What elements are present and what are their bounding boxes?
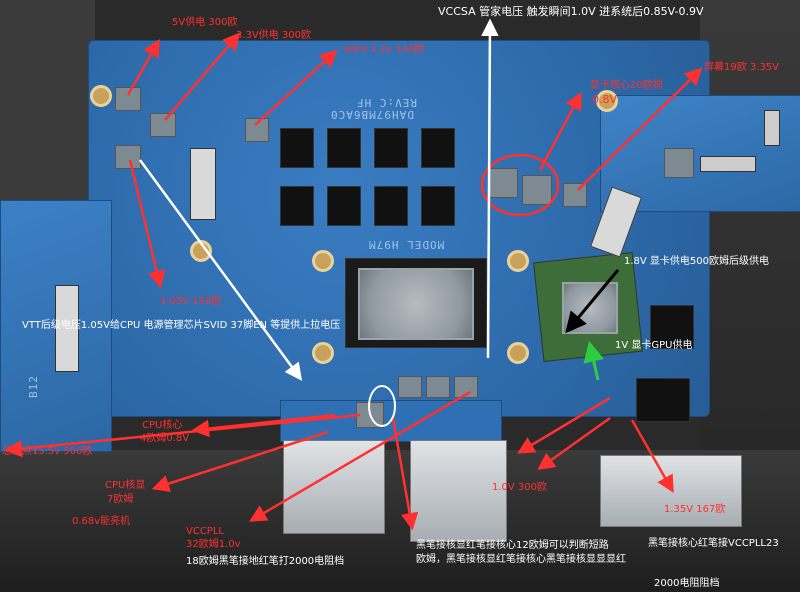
arrow-ddr4	[254, 49, 338, 126]
vram-chip	[636, 378, 690, 422]
label-cpu-core: CPU核心	[142, 420, 183, 431]
label-measure-2000: 2000电阻阻档	[654, 578, 720, 589]
inductor	[664, 148, 694, 178]
inductor	[398, 376, 422, 398]
arrow-measure-18	[391, 417, 419, 531]
inductor	[454, 376, 478, 398]
label-measure-mid-a: 黑笔接核显红笔接核心12欧姆可以判断短路	[416, 540, 609, 551]
arrow-gpu-core	[538, 91, 582, 171]
arrow-gpu-1v	[583, 340, 604, 381]
label-total: 总供点15.5v 500欧	[2, 446, 93, 457]
inductor	[488, 168, 518, 198]
arrow-1v05	[128, 159, 166, 289]
ram-chip	[327, 128, 361, 168]
label-3v3: 3.3V供电 300欧	[236, 30, 312, 41]
label-1v35: 1.35V 167欧	[664, 504, 726, 515]
label-1v0: 1.0V 300欧	[492, 482, 548, 493]
label-measure-right: 黑笔接核心红笔接VCCPLL23	[648, 538, 779, 549]
background-left	[0, 0, 95, 200]
arrow-vccpll	[248, 390, 471, 522]
inductor	[522, 175, 552, 205]
arrow-screen	[577, 67, 703, 191]
arrow-vtt	[138, 159, 303, 381]
mounting-hole	[507, 342, 529, 364]
metal-tab-2	[410, 440, 507, 542]
ram-chip	[280, 186, 314, 226]
mounting-hole	[507, 250, 529, 272]
highlight-circle-white	[368, 385, 396, 427]
label-gpu-18v: 1.8V 显卡供电500欧姆后级供电	[624, 256, 770, 267]
label-gpu-1v: 1V 显卡GPU供电	[615, 340, 693, 351]
ram-chip	[280, 128, 314, 168]
label-measure-mid-b: 欧姆，黑笔接核显红笔接核心黑笔接核显显显红	[416, 554, 626, 565]
arrow-vccsa	[481, 18, 499, 359]
metal-tab-1	[283, 440, 385, 534]
inductor	[115, 87, 141, 111]
label-cpu-core-ohm: 4欧姆0.8V	[140, 433, 190, 444]
label-gpu-core: 显卡核心20欧姆	[590, 80, 663, 91]
arrow-total	[4, 413, 361, 458]
highlight-circle-red	[480, 153, 560, 217]
label-vccpll: VCCPLL	[186, 526, 224, 537]
arrow-3v3	[164, 32, 241, 121]
arrow-1v35	[630, 419, 674, 494]
inductor	[115, 145, 141, 169]
label-5v: 5V供电 300欧	[172, 17, 238, 28]
label-measure-18: 18欧姆黑笔接地红笔打2000电阻档	[186, 556, 345, 567]
connector	[700, 156, 756, 172]
label-vccsa: VCCSA 管家电压 触发瞬间1.0V 进系统后0.85V-0.9V	[438, 5, 704, 18]
arrow-cpu-core	[191, 413, 336, 438]
arrow-gpu-18v	[565, 269, 620, 334]
label-cpu-gfx-ohm: 7欧姆	[107, 494, 134, 505]
connector	[190, 148, 216, 220]
ram-chip	[374, 128, 408, 168]
ram-chip	[327, 186, 361, 226]
vram-chip	[650, 305, 694, 349]
label-boot: 0.68v能亮机	[72, 516, 131, 527]
arrow-5v	[126, 38, 160, 96]
ram-chip	[374, 186, 408, 226]
label-vccpll-ohm: 32欧姆1.0v	[186, 539, 241, 550]
ram-chip	[421, 186, 455, 226]
inductor	[563, 183, 587, 207]
label-screen: 屏幕19欧 3.35V	[704, 62, 780, 73]
inductor	[150, 113, 176, 137]
connector	[764, 110, 780, 146]
label-1v05: 1.05V 150欧	[160, 296, 222, 307]
arrow-1v0-b	[537, 416, 611, 471]
arrow-1v0	[516, 396, 611, 454]
label-vtt: VTT后级电压1.05V给CPU 电源管理芯片SVID 37脚EN 等提供上拉电…	[22, 320, 341, 331]
label-cpu-gfx: CPU核显	[105, 480, 146, 491]
arrow-cpu-gfx	[151, 430, 329, 493]
label-ddr4: ddr4 1.2v 140欧	[344, 44, 425, 55]
mounting-hole	[596, 90, 618, 112]
ram-chip	[421, 128, 455, 168]
cpu-die	[358, 268, 474, 340]
mounting-hole	[90, 85, 112, 107]
mounting-hole	[312, 250, 334, 272]
connector	[55, 285, 79, 372]
label-gpu-core-volt: 0.8V	[592, 93, 618, 106]
mounting-hole	[312, 342, 334, 364]
inductor	[426, 376, 450, 398]
